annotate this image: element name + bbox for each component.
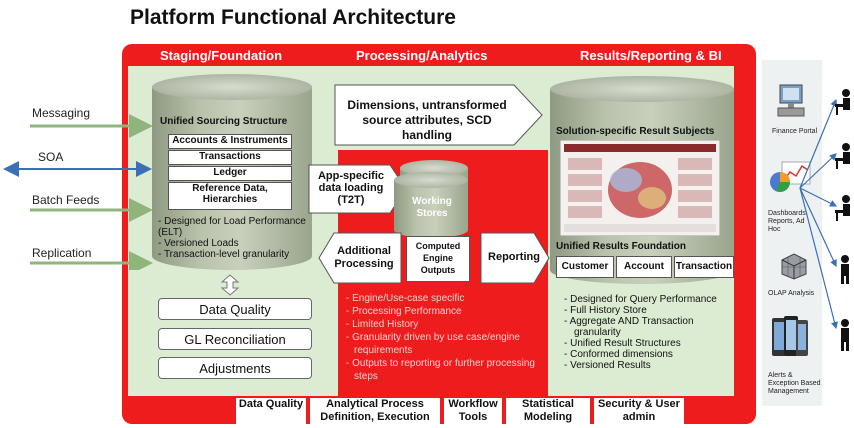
processing-bullet: - Limited History [346, 319, 419, 330]
computed-outputs-box: Computed Engine Outputs [406, 236, 470, 282]
column-staging: Staging/Foundation [160, 48, 283, 63]
user-desk-icon [835, 89, 850, 115]
column-processing: Processing/Analytics [356, 48, 488, 63]
reporting-text: Reporting [488, 251, 540, 263]
results-bullet: - Conformed dimensions [564, 349, 673, 360]
output-arrows [799, 98, 838, 330]
sourcing-box-accounts: Accounts & Instruments [168, 134, 292, 149]
input-messaging: Messaging [32, 106, 91, 120]
app-loading-text: App-specific data loading (T2T) [317, 170, 384, 206]
input-batch-feeds: Batch Feeds [32, 193, 100, 207]
sourcing-bullet: - Designed for Load Performance (ELT) [158, 216, 306, 238]
sourcing-title: Unified Sourcing Structure [160, 116, 288, 127]
input-arrows [3, 114, 153, 270]
user-standing-icon [841, 255, 849, 284]
tool-adjustments: Adjustments [158, 357, 312, 379]
dim-transaction: Transaction [674, 256, 734, 278]
processing-bullet: - Granularity driven by use case/engine … [346, 332, 520, 356]
footer-data-quality: Data Quality [236, 398, 306, 424]
processing-bullet: - Engine/Use-case specific [346, 293, 465, 304]
dashboard-chart-icon [770, 161, 811, 192]
footer-security: Security & User admin [594, 398, 684, 424]
results-bullet: - Full History Store [564, 305, 647, 316]
input-soa: SOA [38, 150, 64, 164]
processing-bullets: - Engine/Use-case specific - Processing … [346, 292, 546, 383]
processing-bullet: - Processing Performance [346, 306, 462, 317]
results-foundation-title: Unified Results Foundation [556, 241, 686, 252]
working-store-front-top [394, 172, 468, 188]
mobile-devices-icon [772, 316, 808, 356]
consumer-alerts: Alerts & Exception Based Management [768, 372, 821, 395]
input-replication: Replication [32, 246, 92, 260]
results-bullet: - Designed for Query Performance [564, 294, 717, 305]
footer-workflow-tools: Workflow Tools [444, 398, 502, 424]
dimensions-text: Dimensions, untransformed source attribu… [347, 98, 507, 142]
additional-processing-text: Additional Processing [334, 245, 394, 270]
consumer-olap: OLAP Analysis [768, 290, 815, 297]
tool-data-quality: Data Quality [158, 298, 312, 320]
sourcing-box-ledger: Ledger [168, 166, 292, 181]
dim-account: Account [616, 256, 672, 278]
results-bullet: - Aggregate AND Transaction granularity [564, 316, 694, 338]
sourcing-box-reference: Reference Data, Hierarchies [168, 182, 292, 210]
user-standing-icon [841, 319, 849, 351]
processing-bullet: - Outputs to reporting or further proces… [346, 358, 535, 382]
sourcing-bullet: - Versioned Loads [158, 238, 239, 249]
consumer-dashboards: Dashboards, Reports, Ad Hoc [768, 210, 808, 233]
sourcing-bullets: - Designed for Load Performance (ELT) - … [158, 216, 308, 260]
column-results: Results/Reporting & BI [580, 48, 722, 63]
sourcing-cylinder-top [152, 74, 312, 100]
working-stores-label: Working Stores [412, 196, 452, 219]
updown-arrow-icon [220, 274, 240, 296]
dimensions-arrow-shape [334, 84, 543, 146]
results-bullet: - Unified Result Structures [564, 338, 681, 349]
consumer-finance-portal: Finance Portal [772, 128, 818, 135]
tool-gl-reconciliation: GL Reconciliation [158, 328, 312, 350]
result-subjects-image [560, 140, 720, 236]
reporting-arrow-shape [480, 232, 550, 284]
results-bullets: - Designed for Query Performance - Full … [564, 294, 730, 371]
user-desk-icon [835, 143, 850, 169]
sourcing-bullet: - Transaction-level granularity [158, 249, 290, 260]
additional-processing-shape [318, 232, 402, 284]
footer-analytical-process: Analytical Process Definition, Execution [310, 398, 440, 424]
dim-customer: Customer [556, 256, 614, 278]
user-desk-icon [835, 195, 850, 221]
diagram-title: Platform Functional Architecture [130, 6, 456, 29]
result-subjects-title: Solution-specific Result Subjects [556, 126, 715, 137]
olap-cube-icon [781, 253, 807, 280]
footer-statistical-modeling: Statistical Modeling [506, 398, 590, 424]
results-cylinder-top [550, 76, 734, 102]
sourcing-box-transactions: Transactions [168, 150, 292, 165]
results-lower-panel [548, 286, 734, 396]
results-bullet: - Versioned Results [564, 360, 651, 371]
working-store-front [394, 180, 468, 238]
finance-portal-icon [777, 84, 805, 117]
